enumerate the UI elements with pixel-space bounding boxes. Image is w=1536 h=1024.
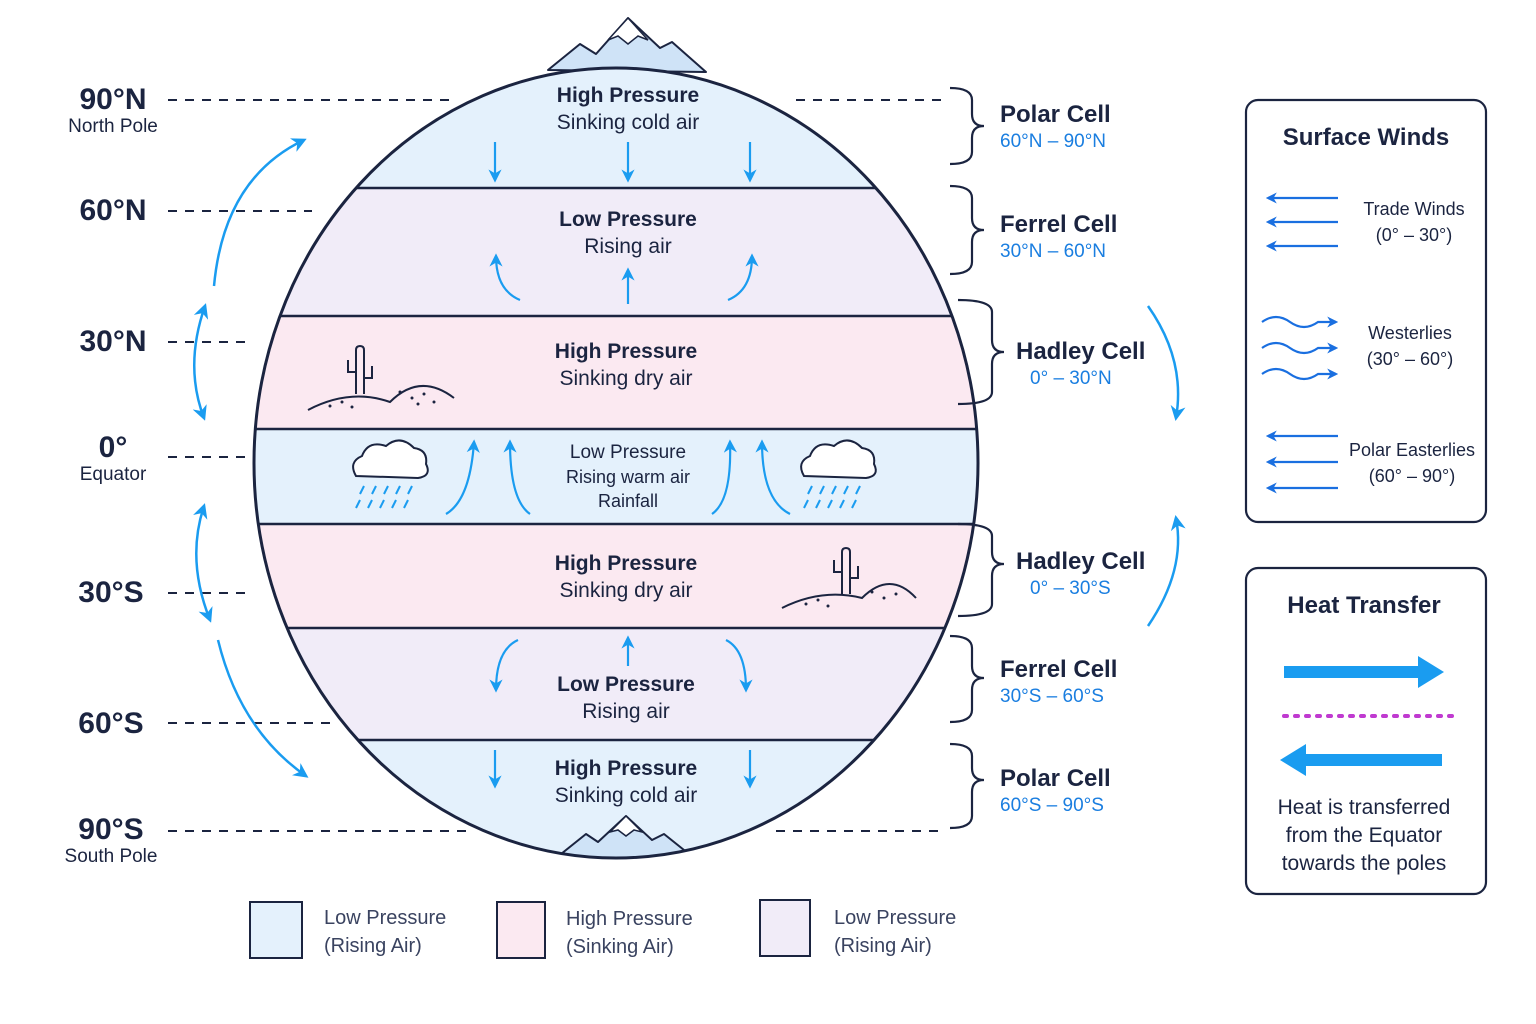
cell-label-hadley-south: Hadley Cell 0° – 30°S <box>1016 548 1146 599</box>
rain-cloud-icon-right <box>800 439 877 509</box>
zone-label-polar-high-north: High Pressure Sinking cold air <box>556 84 700 134</box>
circulation-arrows-right <box>1146 305 1186 627</box>
legend-swatch-high-pressure-pink <box>496 901 546 959</box>
zone-band-subtropical-north <box>254 316 978 429</box>
cell-label-hadley-north: Hadley Cell 0° – 30°N <box>1016 338 1146 389</box>
wind-label-westerlies: Westerlies (30° – 60°) <box>1366 323 1454 369</box>
cell-label-polar-south: Polar Cell 60°S – 90°S <box>1000 765 1111 816</box>
latitude-dash-lines-right <box>776 99 944 832</box>
globe-outline <box>252 66 980 860</box>
cell-braces <box>949 86 1005 830</box>
circulation-arrows-left <box>192 138 309 778</box>
legend-label-low-pressure-blue: Low Pressure (Rising Air) <box>324 907 447 957</box>
surface-winds-panel <box>1244 98 1488 524</box>
trade-winds-arrows-icon <box>1265 192 1338 252</box>
legend-swatch-low-pressure-blue <box>249 901 303 959</box>
latitude-label-90n: 90°N North Pole <box>68 83 158 138</box>
zone-label-subtropical-high-north: High Pressure Sinking dry air <box>554 340 698 390</box>
cell-label-ferrel-south: Ferrel Cell 30°S – 60°S <box>1000 656 1118 707</box>
north-mountain-icon <box>547 16 707 73</box>
wind-label-trade: Trade Winds (0° – 30°) <box>1363 199 1465 245</box>
heat-arrow-right-icon <box>1284 656 1444 688</box>
zone-label-subtropical-high-south: High Pressure Sinking dry air <box>554 552 698 602</box>
latitude-label-30n: 30°N <box>79 325 147 358</box>
legend-label-high-pressure-pink: High Pressure (Sinking Air) <box>566 908 693 958</box>
zone-flow-arrows <box>445 142 791 789</box>
zone-label-equatorial-low: Low Pressure Rising warm air Rainfall <box>565 442 691 511</box>
rain-cloud-icon-left <box>352 439 429 509</box>
zone-band-ferrel-south <box>254 628 978 740</box>
polar-easterlies-arrows-icon <box>1265 430 1338 494</box>
heat-transfer-description: Heat is transferred from the Equator tow… <box>1277 796 1451 875</box>
latitude-label-equator: 0° Equator <box>79 431 147 486</box>
legend-swatch-low-pressure-lavender <box>759 899 811 957</box>
cell-label-polar-north: Polar Cell 60°N – 90°N <box>1000 101 1111 152</box>
zone-label-subpolar-low-north: Low Pressure Rising air <box>559 208 697 258</box>
zone-band-ferrel-north <box>254 188 978 316</box>
zone-label-polar-high-south: High Pressure Sinking cold air <box>554 757 698 807</box>
westerlies-arrows-icon <box>1261 315 1339 381</box>
heat-transfer-panel <box>1244 566 1488 896</box>
legend-label-low-pressure-lavender: Low Pressure (Rising Air) <box>834 907 957 957</box>
cell-label-ferrel-north: Ferrel Cell 30°N – 60°N <box>1000 211 1118 262</box>
heat-transfer-title: Heat Transfer <box>1287 592 1441 619</box>
desert-cactus-icon-north <box>307 344 455 411</box>
wind-label-polar-easterlies: Polar Easterlies (60° – 90°) <box>1348 440 1476 486</box>
latitude-label-60n: 60°N <box>79 194 147 227</box>
latitude-label-90s: 90°S South Pole <box>64 813 158 868</box>
latitude-label-30s: 30°S <box>78 576 144 609</box>
desert-cactus-icon-south <box>781 546 917 609</box>
heat-arrow-left-icon <box>1280 744 1442 776</box>
surface-winds-title: Surface Winds <box>1282 124 1450 151</box>
latitude-label-60s: 60°S <box>78 707 144 740</box>
zone-label-subpolar-low-south: Low Pressure Rising air <box>557 673 695 723</box>
